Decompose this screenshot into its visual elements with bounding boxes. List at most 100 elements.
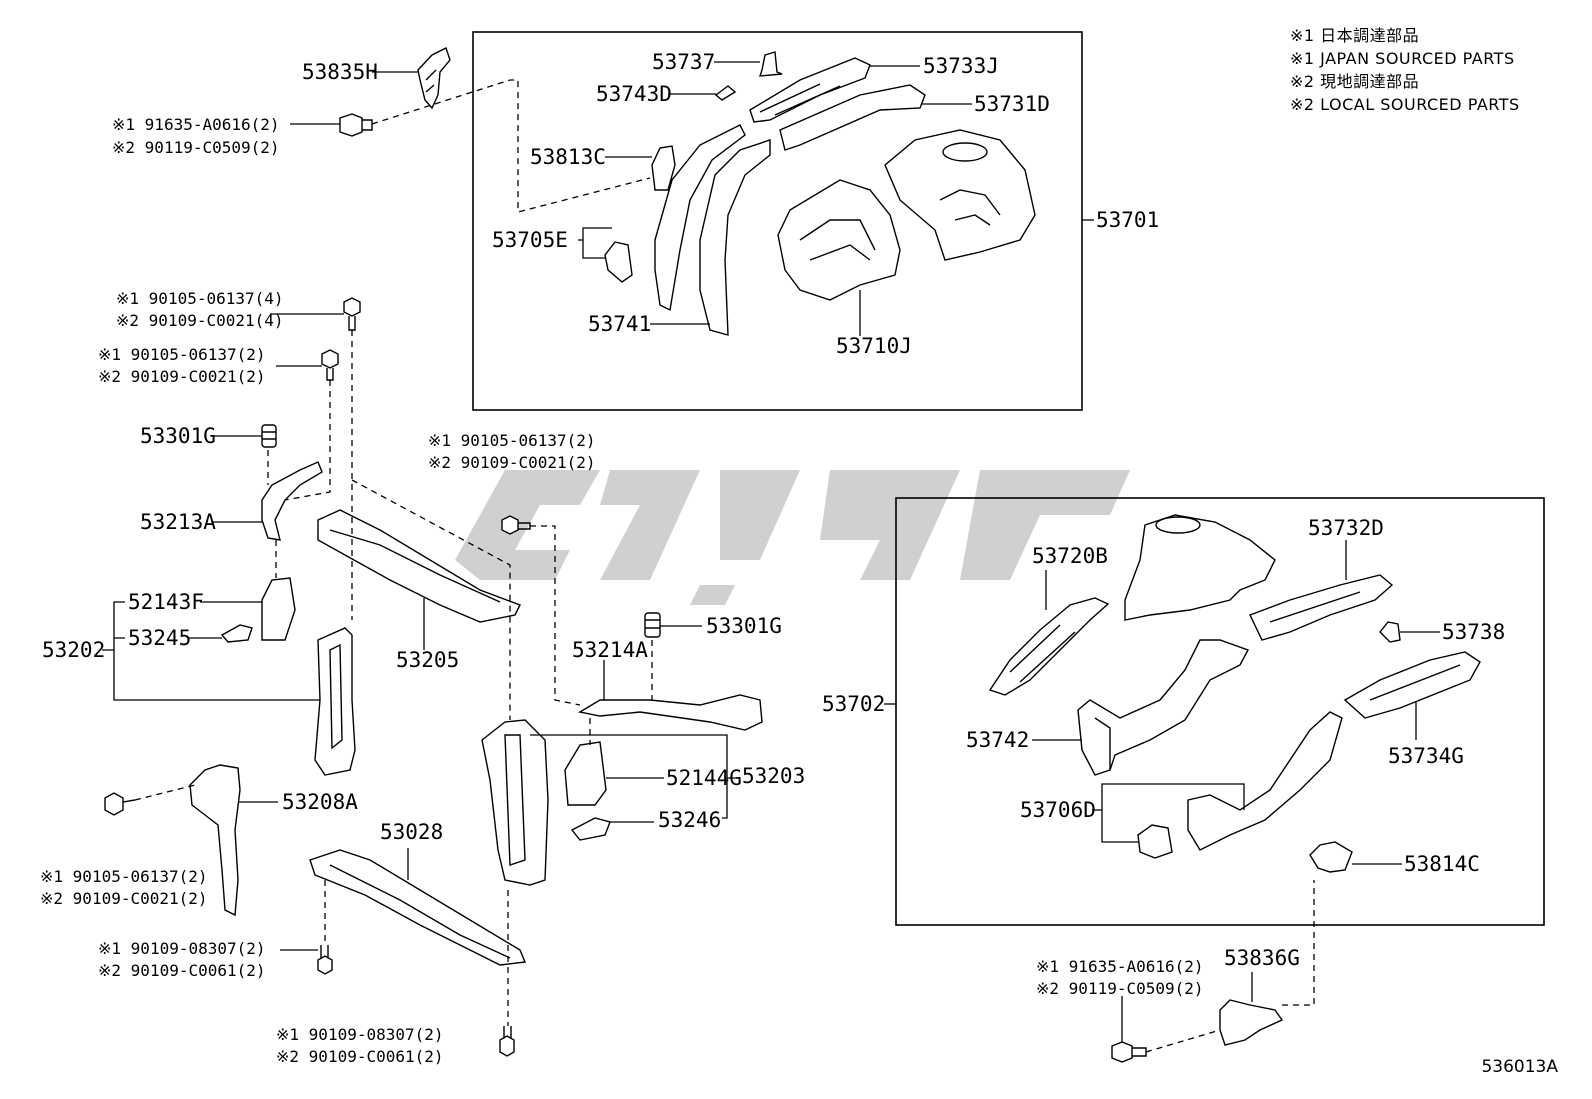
part-label-53214A[interactable]: 53214A <box>572 638 648 662</box>
part-53741-shape <box>654 124 771 336</box>
part-53205-upper-support-shape <box>317 509 521 623</box>
part-53836G-shape <box>1219 999 1284 1046</box>
legend-line: ※2 LOCAL SOURCED PARTS <box>1290 95 1520 114</box>
part-label-53701[interactable]: 53701 <box>1096 208 1160 232</box>
fastener-label[interactable]: ※2 90109-C0021(2) <box>428 453 596 472</box>
dash-line <box>1282 880 1315 1006</box>
dash-line <box>371 79 651 213</box>
dash-line <box>134 784 196 801</box>
legend-line: ※2 現地調達部品 <box>1290 72 1420 91</box>
part-53737-shape <box>758 51 783 77</box>
fastener-label[interactable]: ※2 90119-C0509(2) <box>112 138 280 157</box>
legend-line: ※1 JAPAN SOURCED PARTS <box>1290 49 1515 68</box>
part-53028-lower-support-shape <box>309 849 527 966</box>
part-53720B-shape <box>988 597 1110 696</box>
diagram-code: 536013A <box>1481 1057 1558 1077</box>
part-label-53205[interactable]: 53205 <box>396 648 460 672</box>
part-label-53710J[interactable]: 53710J <box>836 334 912 358</box>
part-label-53245[interactable]: 53245 <box>128 626 192 650</box>
bolt-90105-2b-shape <box>501 515 531 535</box>
part-53203-pillar-shape <box>481 719 549 886</box>
fastener-label[interactable]: ※2 90119-C0509(2) <box>1036 979 1204 998</box>
part-53710J-shape <box>777 179 901 301</box>
fastener-label[interactable]: ※2 90109-C0061(2) <box>276 1047 444 1066</box>
legend-line: ※1 日本調達部品 <box>1290 26 1420 45</box>
part-label-53301G[interactable]: 53301G <box>140 424 216 448</box>
part-label-53202[interactable]: 53202 <box>42 638 106 662</box>
part-label-53028[interactable]: 53028 <box>380 820 444 844</box>
part-label-53731D[interactable]: 53731D <box>974 92 1050 116</box>
part-label-53836G[interactable]: 53836G <box>1224 946 1300 970</box>
fastener-label[interactable]: ※2 90109-C0061(2) <box>98 961 266 980</box>
part-53835H-shape <box>417 47 451 110</box>
dash-line <box>530 525 581 706</box>
part-label-53743D[interactable]: 53743D <box>596 82 672 106</box>
part-label-53203[interactable]: 53203 <box>742 764 806 788</box>
leader <box>578 227 612 259</box>
part-53705E-shape <box>604 241 633 283</box>
watermark-logo <box>455 470 1130 605</box>
bolt-91635-b-shape <box>1111 1041 1147 1063</box>
part-label-53732D[interactable]: 53732D <box>1308 516 1384 540</box>
fastener-label[interactable]: ※2 90109-C0021(2) <box>98 367 266 386</box>
fastener-label[interactable]: ※1 90105-06137(2) <box>428 431 596 450</box>
part-label-53742[interactable]: 53742 <box>966 728 1030 752</box>
bolt-90105-4-shape <box>343 297 361 331</box>
leader <box>1092 783 1245 843</box>
fastener-label[interactable]: ※1 91635-A0616(2) <box>112 115 280 134</box>
part-label-53835H[interactable]: 53835H <box>302 60 378 84</box>
part-label-52143F[interactable]: 52143F <box>128 590 204 614</box>
part-label-53301G-b[interactable]: 53301G <box>706 614 782 638</box>
part-53738-shape <box>1379 621 1401 643</box>
fastener-label[interactable]: ※1 90105-06137(2) <box>98 345 266 364</box>
part-53743D-shape <box>714 85 737 101</box>
part-label-53737[interactable]: 53737 <box>652 50 716 74</box>
part-53301G-b-shape <box>644 612 661 638</box>
part-label-53246[interactable]: 53246 <box>658 808 722 832</box>
part-label-53741[interactable]: 53741 <box>588 312 652 336</box>
fastener-label[interactable]: ※1 90109-08307(2) <box>98 939 266 958</box>
fastener-label[interactable]: ※1 90109-08307(2) <box>276 1025 444 1044</box>
bolt-91635-shape <box>339 113 373 137</box>
part-label-53813C[interactable]: 53813C <box>530 145 606 169</box>
fastener-label[interactable]: ※2 90109-C0021(4) <box>116 311 284 330</box>
part-53733J-shape <box>749 57 871 123</box>
fastener-label[interactable]: ※2 90109-C0021(2) <box>40 889 208 908</box>
part-53245-shape <box>220 624 253 643</box>
bolt-90105-2c-shape <box>104 792 136 816</box>
part-53706D-shape <box>1137 711 1343 859</box>
part-label-53733J[interactable]: 53733J <box>923 54 999 78</box>
part-label-52144G[interactable]: 52144G <box>666 766 742 790</box>
part-label-53213A[interactable]: 53213A <box>140 510 216 534</box>
leader <box>530 734 740 819</box>
bolt-90109-08307a-shape <box>317 945 333 975</box>
part-53301G-a-shape <box>261 424 277 448</box>
part-53732D-shape <box>1249 574 1394 641</box>
part-53202-pillar-shape <box>314 627 356 776</box>
legend: ※1 日本調達部品 ※1 JAPAN SOURCED PARTS ※2 現地調達… <box>1290 24 1520 116</box>
part-52143F-shape <box>261 577 296 641</box>
part-53814C-shape <box>1309 841 1353 873</box>
part-53246-shape <box>570 817 611 841</box>
fastener-label[interactable]: ※1 90105-06137(4) <box>116 289 284 308</box>
part-label-53734G[interactable]: 53734G <box>1388 744 1464 768</box>
part-53213A-shape <box>261 461 323 541</box>
part-label-53814C[interactable]: 53814C <box>1404 852 1480 876</box>
bolt-90105-2a-shape <box>321 349 339 381</box>
part-53702-tower-shape <box>1124 514 1276 621</box>
dash-line <box>351 479 511 720</box>
part-label-53208A[interactable]: 53208A <box>282 790 358 814</box>
part-label-53738[interactable]: 53738 <box>1442 620 1506 644</box>
part-label-53720B[interactable]: 53720B <box>1032 544 1108 568</box>
part-53208A-shape <box>189 764 241 917</box>
part-label-53702[interactable]: 53702 <box>822 692 886 716</box>
part-53701-tower-shape <box>884 129 1036 261</box>
part-label-53706D[interactable]: 53706D <box>1020 798 1096 822</box>
leader <box>102 601 320 701</box>
fastener-label[interactable]: ※1 90105-06137(2) <box>40 867 208 886</box>
part-52144G-shape <box>564 741 607 806</box>
fastener-label[interactable]: ※1 91635-A0616(2) <box>1036 957 1204 976</box>
part-label-53705E[interactable]: 53705E <box>492 228 568 252</box>
part-53742-shape <box>1077 639 1249 776</box>
